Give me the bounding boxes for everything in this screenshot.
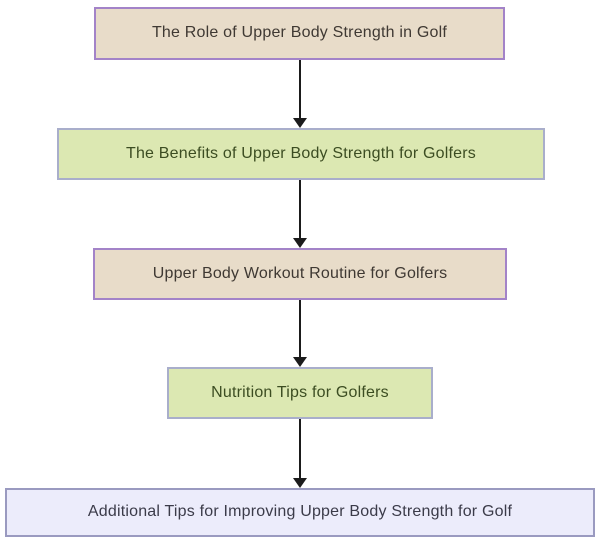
flow-node-label: The Benefits of Upper Body Strength for … <box>125 144 477 162</box>
arrow-line <box>299 419 301 480</box>
flow-node-nutrition: Nutrition Tips for Golfers <box>167 367 433 419</box>
flow-node-label: Upper Body Workout Routine for Golfers <box>152 264 448 282</box>
flow-node-additional: Additional Tips for Improving Upper Body… <box>5 488 595 537</box>
flow-node-label: Nutrition Tips for Golfers <box>211 383 389 401</box>
flow-node-workout: Upper Body Workout Routine for Golfers <box>93 248 507 300</box>
arrow-role-to-benefits <box>293 60 307 128</box>
arrow-line <box>299 300 301 359</box>
arrow-head-icon <box>293 238 307 248</box>
flow-node-role: The Role of Upper Body Strength in Golf <box>94 7 505 60</box>
arrow-benefits-to-workout <box>293 180 307 248</box>
arrow-line <box>299 60 301 120</box>
arrow-workout-to-nutrition <box>293 300 307 367</box>
arrow-line <box>299 180 301 240</box>
arrow-head-icon <box>293 118 307 128</box>
flow-node-label: Additional Tips for Improving Upper Body… <box>87 503 513 521</box>
arrow-head-icon <box>293 357 307 367</box>
arrow-head-icon <box>293 478 307 488</box>
flow-node-label: The Role of Upper Body Strength in Golf <box>151 24 448 42</box>
arrow-nutrition-to-additional <box>293 419 307 488</box>
flow-node-benefits: The Benefits of Upper Body Strength for … <box>57 128 545 180</box>
